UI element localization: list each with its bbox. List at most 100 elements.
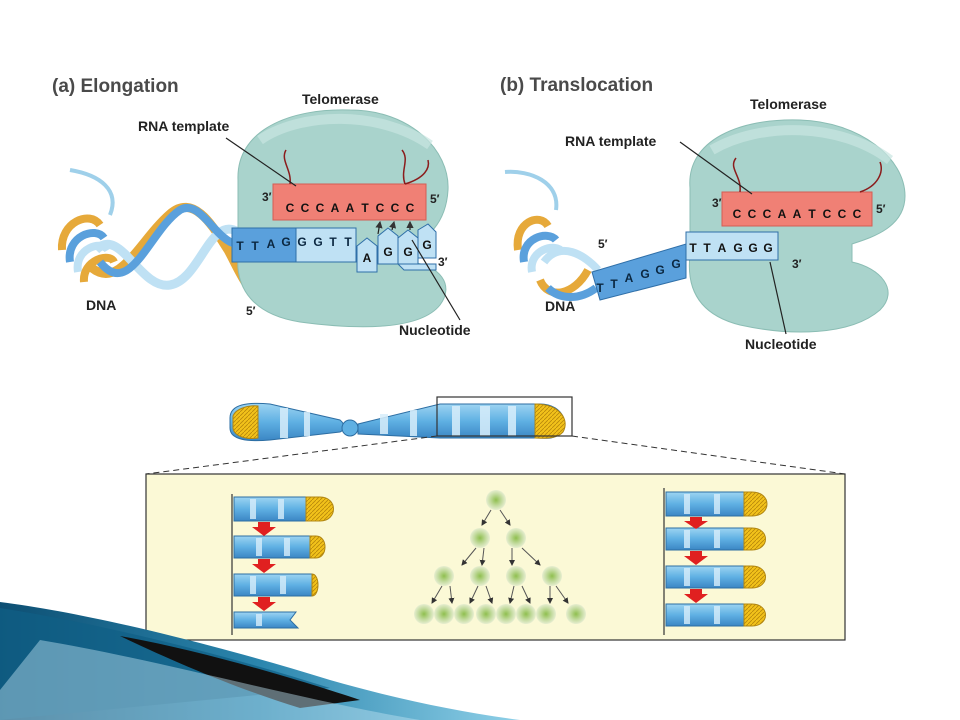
dna-bases-b: T T A G G G T T A G G G <box>596 241 772 295</box>
zoomed-panel <box>145 473 846 641</box>
nucleotide-leader-a <box>411 239 461 321</box>
strand-3prime-b: 3′ <box>792 257 802 271</box>
dna-strand-a <box>231 227 357 263</box>
panel-translocation: (b) Translocation C C C A A T C <box>500 75 906 352</box>
zoom-box <box>436 396 573 437</box>
chromosome <box>145 396 846 475</box>
dna-base: T <box>344 235 352 249</box>
incoming-base: G <box>422 238 431 252</box>
dna-base: A <box>718 241 727 255</box>
telomere-cap <box>534 403 566 439</box>
dna-bases-a: T T A G G G T T <box>236 235 352 253</box>
strand-5prime-a: 5′ <box>246 304 256 318</box>
cell <box>566 604 586 624</box>
rna-base: T <box>361 201 369 215</box>
rna-base: C <box>823 207 832 221</box>
panel-b-title: (b) Translocation <box>500 75 653 96</box>
telomere-cap <box>232 405 259 439</box>
dna-base: A <box>625 271 634 285</box>
rna-template-leader-a <box>225 137 297 187</box>
cell <box>486 490 506 510</box>
rna-base: C <box>391 201 400 215</box>
cell <box>476 604 496 624</box>
nucleotide-label-a: Nucleotide <box>399 322 471 338</box>
incoming-base: A <box>363 251 372 265</box>
rna-template-b <box>721 157 882 227</box>
rna-base: A <box>793 207 802 221</box>
panel-a-title: (a) Elongation <box>52 76 179 97</box>
dna-base: G <box>281 235 290 249</box>
dna-base: T <box>329 235 337 249</box>
dna-base: T <box>610 277 618 291</box>
rna-template-a <box>272 149 430 221</box>
dna-base: G <box>748 241 757 255</box>
rna-base: C <box>733 207 742 221</box>
rna-bases-b: C C C A A T C C C <box>733 207 862 221</box>
cell <box>542 566 562 586</box>
cell <box>506 528 526 548</box>
cell <box>454 604 474 624</box>
rna-template-label-a: RNA template <box>138 118 229 134</box>
cell <box>470 566 490 586</box>
rna-base: C <box>316 201 325 215</box>
dna-base: T <box>689 241 697 255</box>
rna-base: C <box>286 201 295 215</box>
dna-base: G <box>297 235 306 249</box>
rna-base: C <box>853 207 862 221</box>
dna-helix-b <box>504 169 602 301</box>
template-5prime-b: 5′ <box>876 202 886 216</box>
strand-3prime-a: 3′ <box>438 255 448 269</box>
dna-base: T <box>596 281 604 295</box>
template-3prime-a: 3′ <box>262 190 272 204</box>
rna-base: A <box>778 207 787 221</box>
dna-base: G <box>733 241 742 255</box>
dna-strand-b <box>591 231 779 301</box>
dna-base: A <box>267 237 276 251</box>
nucleotide-label-b: Nucleotide <box>745 336 817 352</box>
rna-template-label-b: RNA template <box>565 133 656 149</box>
dna-base: T <box>703 241 711 255</box>
cell <box>536 604 556 624</box>
cell-division-tree <box>414 490 586 624</box>
nucleotide-leader-b <box>769 261 787 335</box>
centromere <box>341 419 359 437</box>
slide-decoration <box>0 602 520 720</box>
shortening-chromatids <box>233 496 334 629</box>
dna-base: T <box>251 239 259 253</box>
rna-base: C <box>748 207 757 221</box>
incoming-base: G <box>403 245 412 259</box>
template-3prime-b: 3′ <box>712 196 722 210</box>
template-5prime-a: 5′ <box>430 192 440 206</box>
dna-base: G <box>671 257 680 271</box>
rna-base: C <box>376 201 385 215</box>
incoming-nucleotides-a: A G G G <box>356 220 437 273</box>
cell <box>516 604 536 624</box>
rna-base: A <box>331 201 340 215</box>
rna-base: A <box>346 201 355 215</box>
maintained-chromatids <box>665 491 768 627</box>
strand-5prime-b: 5′ <box>598 237 608 251</box>
panel-elongation: (a) Elongation C C C A A T <box>52 76 471 338</box>
cell <box>506 566 526 586</box>
dna-base: T <box>236 239 244 253</box>
rna-bases-a: C C C A A T C C C <box>286 201 415 215</box>
cell <box>470 528 490 548</box>
zoom-line-right <box>571 435 846 475</box>
cell <box>496 604 516 624</box>
dna-label-a: DNA <box>86 297 116 313</box>
cell <box>434 566 454 586</box>
rna-base: C <box>763 207 772 221</box>
rna-template-leader-b <box>679 141 753 195</box>
cell <box>434 604 454 624</box>
rna-base: C <box>301 201 310 215</box>
dna-base: G <box>640 267 649 281</box>
zoom-line-left <box>145 435 438 475</box>
telomerase-label-a: Telomerase <box>302 91 379 107</box>
dna-base: G <box>763 241 772 255</box>
dna-label-b: DNA <box>545 298 575 314</box>
dna-base: G <box>313 235 322 249</box>
rna-base: C <box>406 201 415 215</box>
rna-base: T <box>808 207 816 221</box>
dna-base: G <box>655 263 664 277</box>
